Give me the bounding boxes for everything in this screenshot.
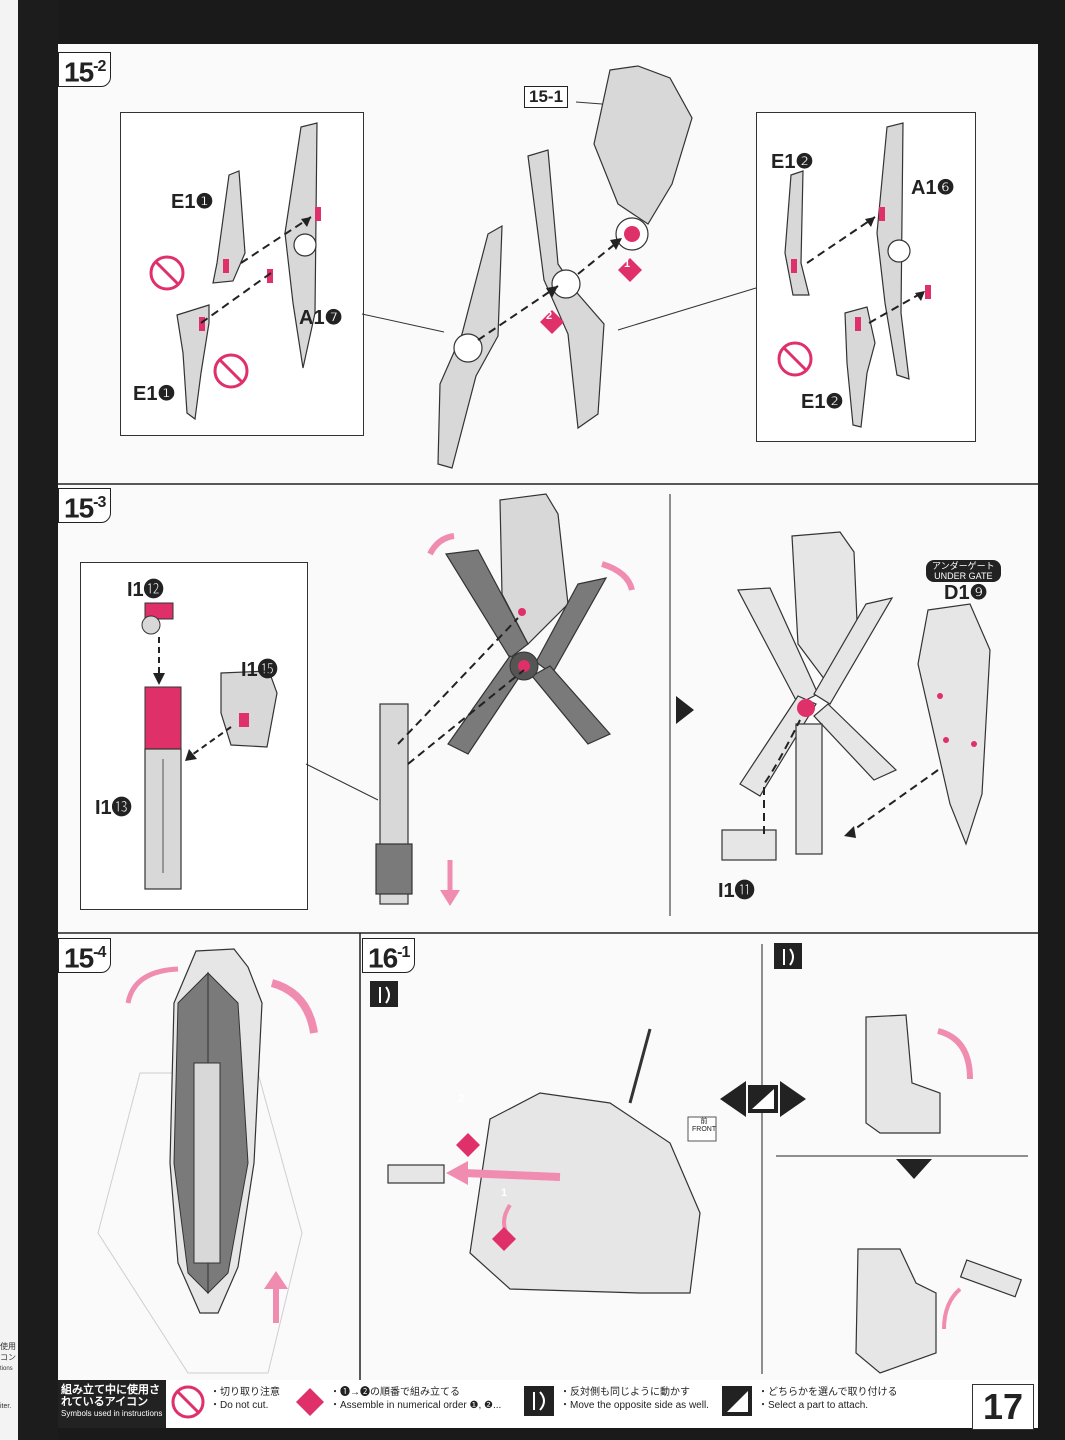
step-15-3-label: 15-3 <box>58 488 112 524</box>
order-icon <box>296 1388 324 1416</box>
part-label-e1-2-bottom: E1❷ <box>801 391 844 413</box>
previous-page-edge: 使用 コン tions iter. <box>0 0 18 1440</box>
panel-grid <box>58 483 1038 1380</box>
reference-step-15-1: 15-1 <box>524 86 569 108</box>
detail-box-15-3: I1⓬ I1⓯ I1⓭ <box>80 562 308 910</box>
order-marker-2: 2 <box>546 310 553 322</box>
step-15-4-fold-art <box>97 948 318 1374</box>
part-label-i1-11: I1⓫ <box>718 880 755 902</box>
step-15-4-label: 15-4 <box>58 938 112 974</box>
edge-text: iter. <box>0 1403 12 1410</box>
instruction-page: 15-2 E1❶ A1❼ E1❶ <box>58 44 1038 1430</box>
move-opposite-icon <box>524 1386 554 1416</box>
step-16-1-label: 16-1 <box>362 938 416 974</box>
order-marker-1: 1 <box>624 258 631 270</box>
part-label-a1-6: A1❻ <box>911 177 955 199</box>
part-label-d1-9: D1❾ <box>944 582 988 604</box>
part-label-i1-15: I1⓯ <box>241 659 278 681</box>
step-15-2-label: 15-2 <box>58 52 112 88</box>
blade-parts-left-art <box>149 122 321 421</box>
part-label-a1-7: A1❼ <box>299 307 343 329</box>
step-15-2-assembly-art <box>361 65 757 469</box>
part-label-i1-12: I1⓬ <box>127 579 164 601</box>
select-part-icon <box>722 1386 752 1416</box>
part-label-e1-1-bottom: E1❶ <box>133 383 176 405</box>
step-16-1-assembly-art <box>370 943 1023 1374</box>
detail-box-left: E1❶ A1❼ E1❶ <box>120 112 364 436</box>
legend-order: ・❶→❷の順番で組み立てる・Assemble in numerical orde… <box>330 1387 502 1411</box>
page-number: 17 <box>972 1384 1034 1430</box>
edge-text: コン <box>0 1353 16 1362</box>
blade-parts-right-art <box>777 122 931 428</box>
legend-cut: ・切り取り注意・Do not cut. <box>210 1387 280 1411</box>
book-spine <box>18 0 58 1440</box>
edge-text: tions <box>0 1366 13 1372</box>
do-not-cut-icon <box>171 1385 205 1419</box>
edge-text: 使用 <box>0 1342 16 1351</box>
step-15-3-assembly-art <box>305 493 991 906</box>
legend-move: ・反対側も同じように動かす・Move the opposite side as … <box>560 1387 709 1411</box>
order-marker-1: 1 <box>501 1187 508 1199</box>
part-label-e1-1-top: E1❶ <box>171 191 214 213</box>
order-marker-2: 2 <box>458 1093 465 1105</box>
grip-parts-art <box>141 602 278 890</box>
detail-box-right: E1❷ A1❻ E1❷ <box>756 112 976 442</box>
legend-select: ・どちらかを選んで取り付ける・Select a part to attach. <box>758 1387 898 1411</box>
part-label-e1-2-top: E1❷ <box>771 151 814 173</box>
part-label-i1-13: I1⓭ <box>95 797 132 819</box>
